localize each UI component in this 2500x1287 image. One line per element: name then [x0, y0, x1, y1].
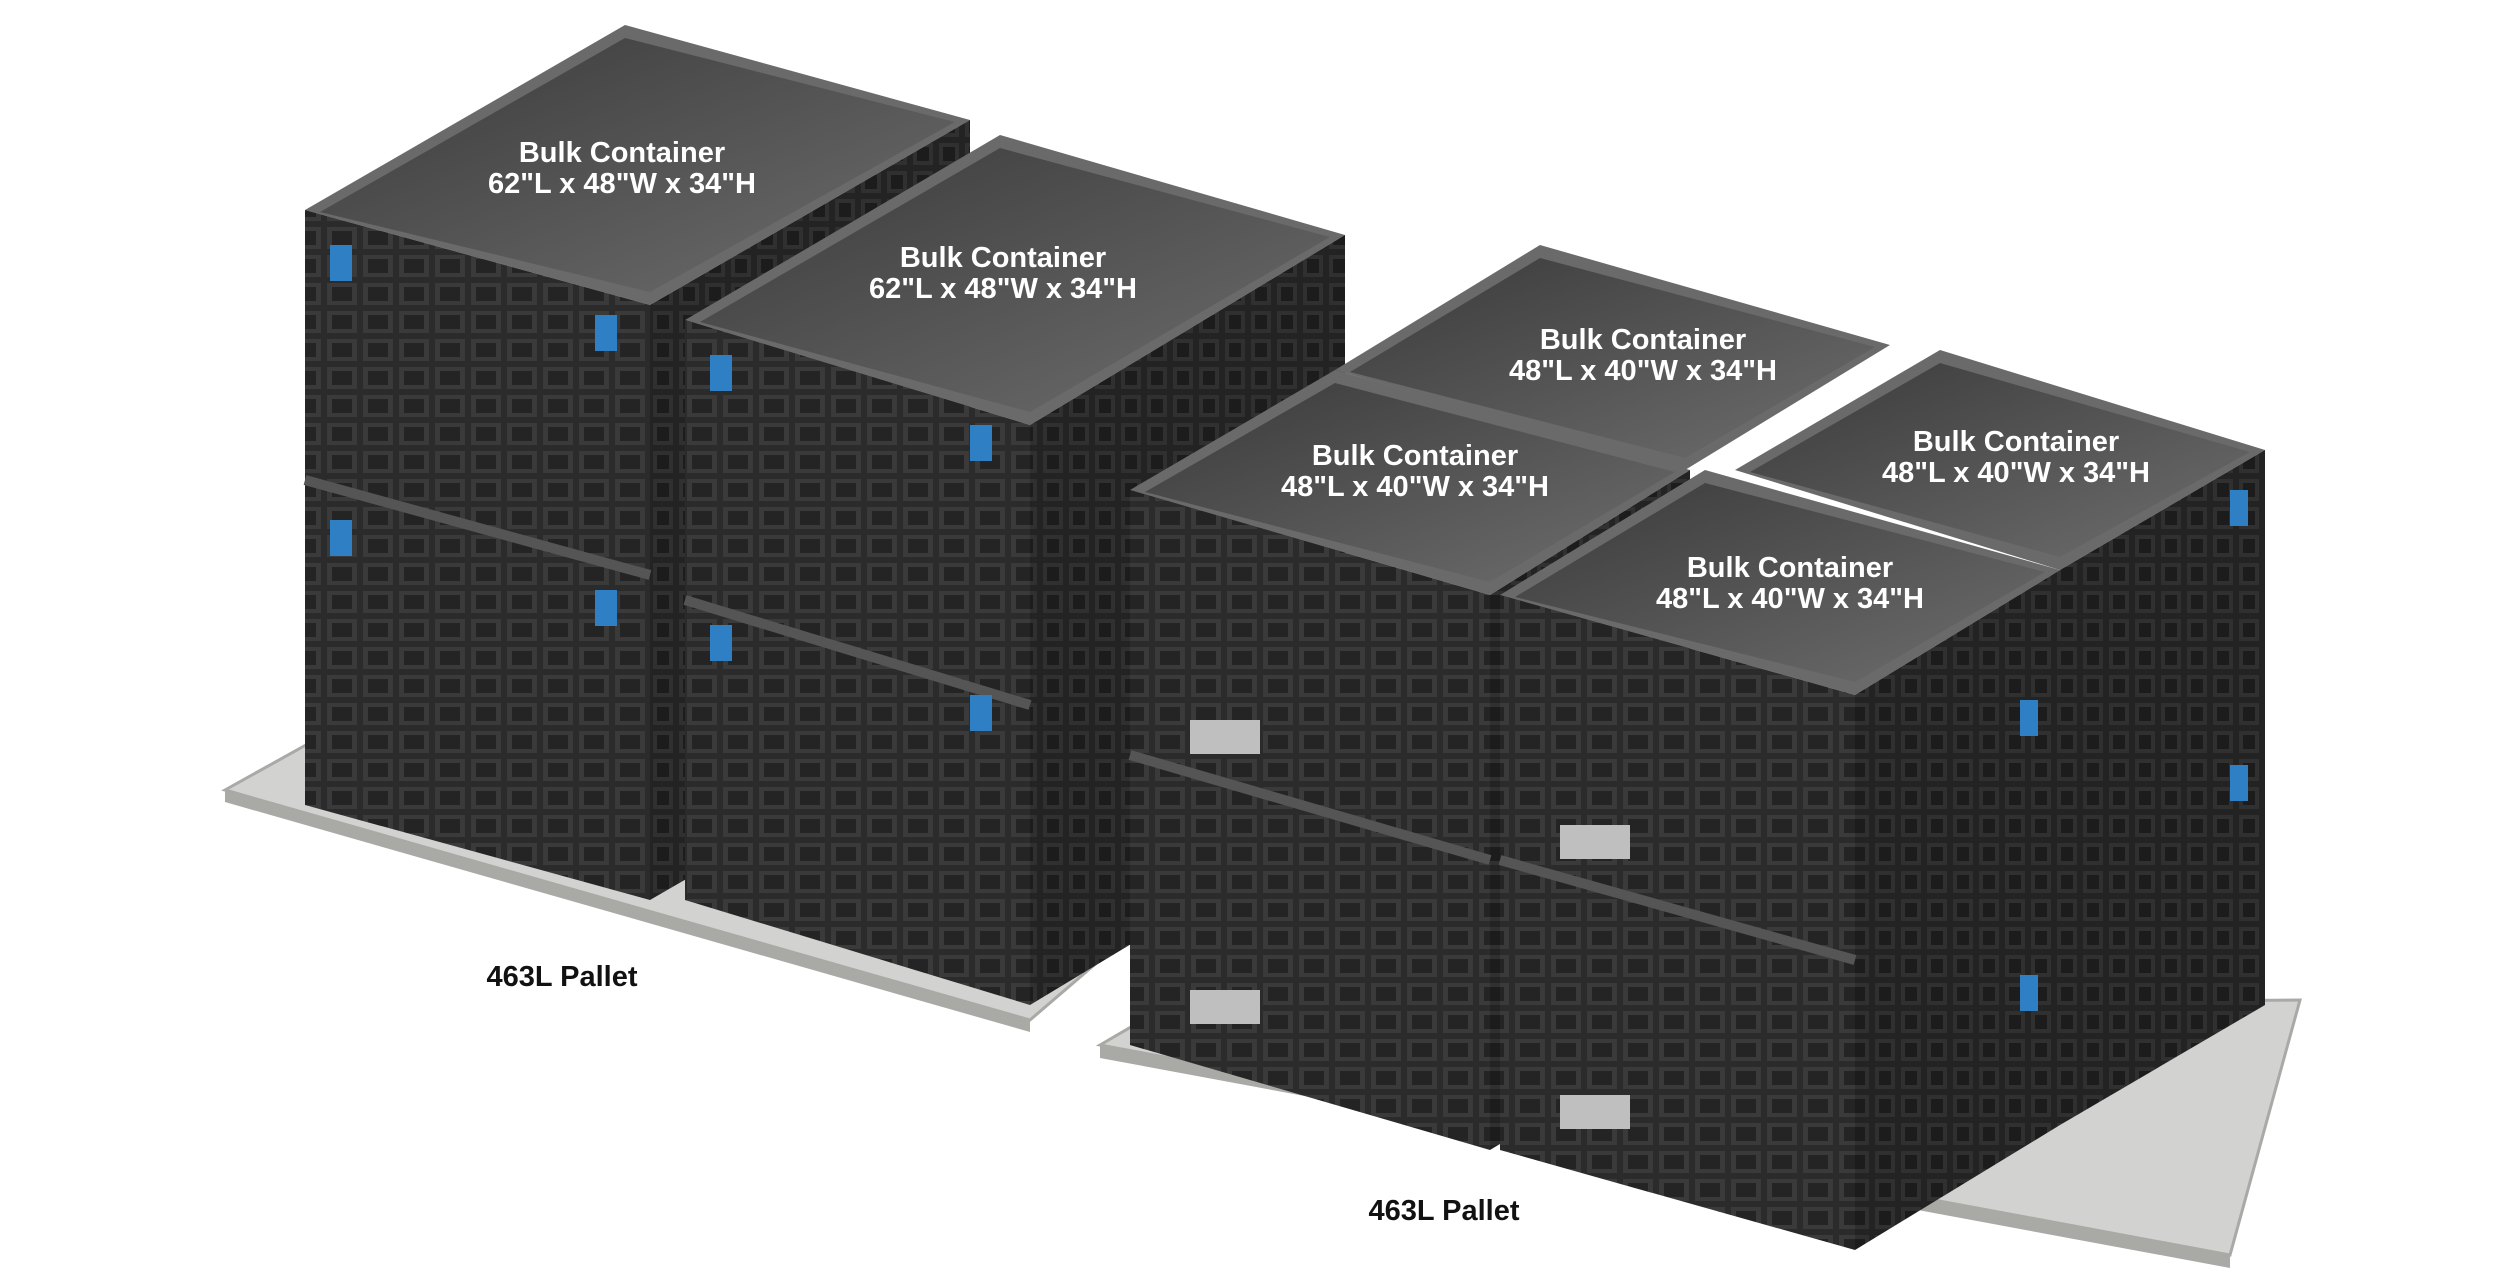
right-front-right-container-label: Bulk Container 48"L x 40"W x 34"H: [1655, 552, 1925, 616]
container-dimensions: 48"L x 40"W x 34"H: [1508, 355, 1778, 388]
right-back-left-container-stack: [1335, 245, 1890, 470]
container-dimensions: 62"L x 48"W x 34"H: [868, 273, 1138, 306]
left-front-container-label: Bulk Container 62"L x 48"W x 34"H: [868, 242, 1138, 306]
left-pallet-label: 463L Pallet: [486, 961, 638, 993]
right-back-left-container-label: Bulk Container 48"L x 40"W x 34"H: [1508, 324, 1778, 388]
container-title: Bulk Container: [518, 137, 726, 169]
right-pallet-label: 463L Pallet: [1368, 1195, 1520, 1227]
container-dimensions: 48"L x 40"W x 34"H: [1280, 471, 1550, 504]
right-front-left-container-label: Bulk Container 48"L x 40"W x 34"H: [1280, 440, 1550, 504]
container-title: Bulk Container: [1912, 426, 2120, 458]
container-dimensions: 48"L x 40"W x 34"H: [1655, 583, 1925, 616]
container-title: Bulk Container: [1539, 324, 1747, 356]
right-front-right-container-stack: [1498, 470, 2060, 1250]
container-title: Bulk Container: [899, 242, 1107, 274]
right-back-right-container-label: Bulk Container 48"L x 40"W x 34"H: [1881, 426, 2151, 490]
right-back-right-container-stack: [1735, 350, 2265, 1125]
container-dimensions: 48"L x 40"W x 34"H: [1881, 457, 2151, 490]
container-dimensions: 62"L x 48"W x 34"H: [487, 168, 757, 201]
left-back-container-label: Bulk Container 62"L x 48"W x 34"H: [487, 137, 757, 201]
container-title: Bulk Container: [1311, 440, 1519, 472]
container-title: Bulk Container: [1686, 552, 1894, 584]
